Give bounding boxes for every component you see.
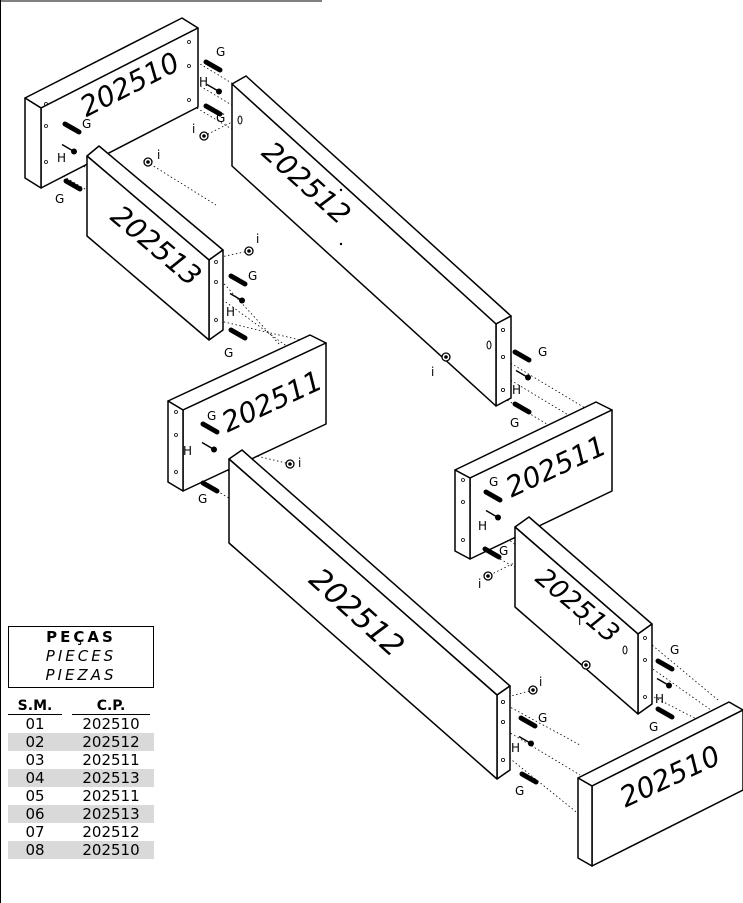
hardware-labels: G H G i G H G i i G H G i G H G G H G i … <box>55 45 679 798</box>
svg-text:G: G <box>248 269 257 283</box>
table-row: 03 202511 <box>8 751 154 769</box>
svg-text:i: i <box>478 577 481 591</box>
row-sm: 08 <box>25 841 45 859</box>
svg-text:G: G <box>216 111 225 125</box>
panel-202510-bottom: 202510 <box>577 701 743 867</box>
svg-text:G: G <box>198 492 207 506</box>
row-sm: 07 <box>25 823 45 841</box>
row-cp: 202513 <box>82 769 140 787</box>
row-sm: 03 <box>25 751 45 769</box>
title-english: PIECES <box>45 647 117 665</box>
table-row: 06 202513 <box>8 805 154 823</box>
table-row: 08 202510 <box>8 841 154 859</box>
row-sm: 05 <box>25 787 45 805</box>
svg-text:H: H <box>478 519 487 533</box>
table-header: S.M. C.P. <box>8 698 154 715</box>
svg-text:i: i <box>539 675 542 689</box>
column-header-cp: C.P. <box>72 698 150 715</box>
table-row: 05 202511 <box>8 787 154 805</box>
svg-text:G: G <box>216 45 225 59</box>
svg-text:G: G <box>515 784 524 798</box>
row-sm: 01 <box>25 715 45 733</box>
row-cp: 202511 <box>82 787 140 805</box>
column-header-sm: S.M. <box>8 698 62 715</box>
panel-202512-top: 202512 <box>231 75 512 407</box>
svg-text:i: i <box>256 232 259 246</box>
row-sm: 04 <box>25 769 45 787</box>
row-sm: 06 <box>25 805 45 823</box>
svg-text:G: G <box>538 711 547 725</box>
svg-text:i: i <box>157 148 160 162</box>
svg-text:i: i <box>192 122 195 136</box>
row-cp: 202512 <box>82 733 140 751</box>
svg-text:G: G <box>489 475 498 489</box>
svg-text:G: G <box>510 416 519 430</box>
svg-text:i: i <box>578 614 581 628</box>
row-cp: 202510 <box>82 841 140 859</box>
svg-text:G: G <box>207 409 216 423</box>
row-sm: 02 <box>25 733 45 751</box>
title-spanish: PIEZAS <box>45 666 117 684</box>
table-row: 07 202512 <box>8 823 154 841</box>
panel-202513-bottom: 202513 <box>514 516 653 715</box>
svg-text:i: i <box>298 456 301 470</box>
row-cp: 202513 <box>82 805 140 823</box>
svg-text:G: G <box>670 643 679 657</box>
panel-202511-right: 202511 <box>454 401 613 560</box>
svg-text:G: G <box>538 345 547 359</box>
svg-text:H: H <box>655 692 664 706</box>
svg-text:H: H <box>57 151 66 165</box>
svg-text:H: H <box>183 444 192 458</box>
svg-text:i: i <box>431 365 434 379</box>
svg-text:H: H <box>199 75 208 89</box>
table-row: 02 202512 <box>8 733 154 751</box>
title-portuguese: PEÇAS <box>46 628 116 646</box>
svg-text:H: H <box>512 383 521 397</box>
row-cp: 202510 <box>82 715 140 733</box>
svg-text:G: G <box>649 720 658 734</box>
row-cp: 202511 <box>82 751 140 769</box>
svg-text:G: G <box>224 346 233 360</box>
panel-202510-top: 202510 <box>24 17 199 189</box>
svg-text:G: G <box>82 117 91 131</box>
row-cp: 202512 <box>82 823 140 841</box>
svg-text:G: G <box>55 192 64 206</box>
table-title-box: PEÇAS PIECES PIEZAS <box>8 626 154 688</box>
panel-202511-left: 202511 <box>167 334 327 492</box>
table-row: 04 202513 <box>8 769 154 787</box>
panel-202513-top: 202513 <box>86 145 224 341</box>
svg-text:G: G <box>499 544 508 558</box>
pieces-table: PEÇAS PIECES PIEZAS S.M. C.P. 01 202510 … <box>8 626 154 859</box>
svg-text:H: H <box>511 741 520 755</box>
svg-text:H: H <box>226 305 235 319</box>
table-row: 01 202510 <box>8 715 154 733</box>
